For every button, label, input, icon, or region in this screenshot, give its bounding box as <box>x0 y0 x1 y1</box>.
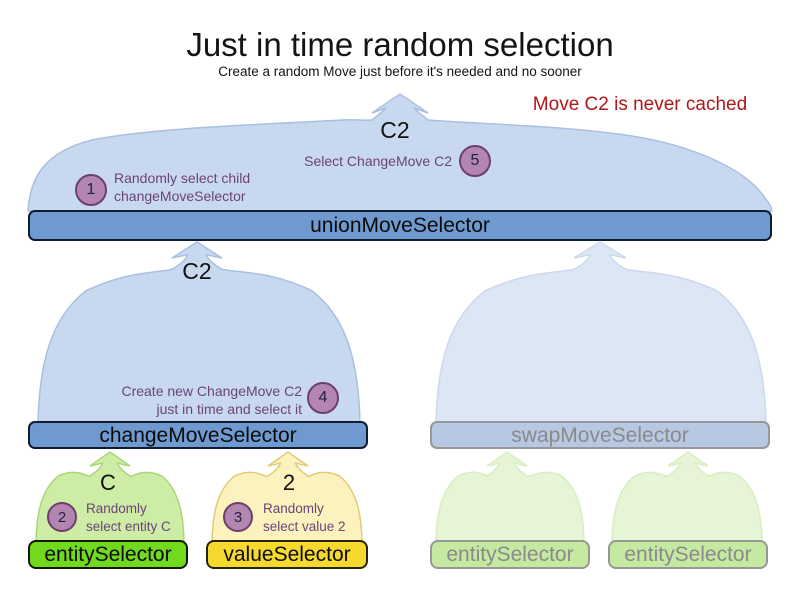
never-cached-note: Move C2 is never cached <box>532 94 748 115</box>
entity-faded-left-funnel-shape <box>435 451 585 542</box>
step-2-badge: 2 <box>47 502 77 532</box>
step-3-badge: 3 <box>223 502 253 532</box>
step-2-note-line1: Randomly <box>86 501 147 516</box>
step-4-note-line2: just in time and select it <box>156 400 302 417</box>
page-subtitle: Create a random Move just before it's ne… <box>218 64 582 79</box>
value-selector-label: valueSelector <box>223 543 351 566</box>
union-move-selector-label: unionMoveSelector <box>310 214 490 237</box>
step-2-note: Randomly select entity C <box>86 500 171 535</box>
change-move-selector-label: changeMoveSelector <box>99 423 297 447</box>
move-c2-label-middle: C2 <box>182 258 212 284</box>
page-title: Just in time random selection <box>186 26 614 63</box>
step-5-note: Select ChangeMove C2 <box>292 153 452 171</box>
union-move-selector-bar: unionMoveSelector <box>28 210 772 241</box>
change-funnel-shape <box>37 241 361 423</box>
step-3-note-line2: select value 2 <box>263 518 346 534</box>
entity-selector-faded-right-label: entitySelector <box>624 543 752 566</box>
step-1-note: Randomly select child changeMoveSelector <box>114 170 250 205</box>
step-1-note-line1: Randomly select child <box>114 170 251 186</box>
step-4-note: Create new ChangeMove C2 just in time an… <box>112 383 302 418</box>
step-5-badge: 5 <box>459 145 491 177</box>
change-move-selector-bar: changeMoveSelector <box>28 421 368 449</box>
entity-selector-faded-left-label: entitySelector <box>446 543 574 566</box>
union-funnel-shape <box>27 93 773 212</box>
step-4-badge: 4 <box>307 382 339 414</box>
entity-selector-bar: entitySelector <box>28 540 188 569</box>
step-1-badge: 1 <box>75 174 107 206</box>
step-5-note-line1: Select ChangeMove C2 <box>304 153 452 169</box>
step-2-note-line2: select entity C <box>86 518 171 534</box>
entity-pick-label: C <box>100 470 116 495</box>
swap-move-selector-label: swapMoveSelector <box>511 423 689 447</box>
entity-selector-label: entitySelector <box>44 543 172 566</box>
entity-selector-faded-right-bar: entitySelector <box>608 540 768 569</box>
entity-selector-faded-left-bar: entitySelector <box>430 540 590 569</box>
move-c2-label-top: C2 <box>380 117 410 143</box>
step-3-note: Randomly select value 2 <box>263 500 346 535</box>
step-1-note-line2: changeMoveSelector <box>114 187 246 204</box>
value-pick-label: 2 <box>282 470 296 495</box>
swap-move-selector-bar: swapMoveSelector <box>430 421 770 449</box>
entity-faded-right-funnel-shape <box>611 451 763 542</box>
step-3-note-line1: Randomly <box>263 501 324 516</box>
value-selector-bar: valueSelector <box>206 540 368 569</box>
swap-funnel-shape <box>435 241 767 423</box>
step-4-note-line1: Create new ChangeMove C2 <box>121 383 302 399</box>
